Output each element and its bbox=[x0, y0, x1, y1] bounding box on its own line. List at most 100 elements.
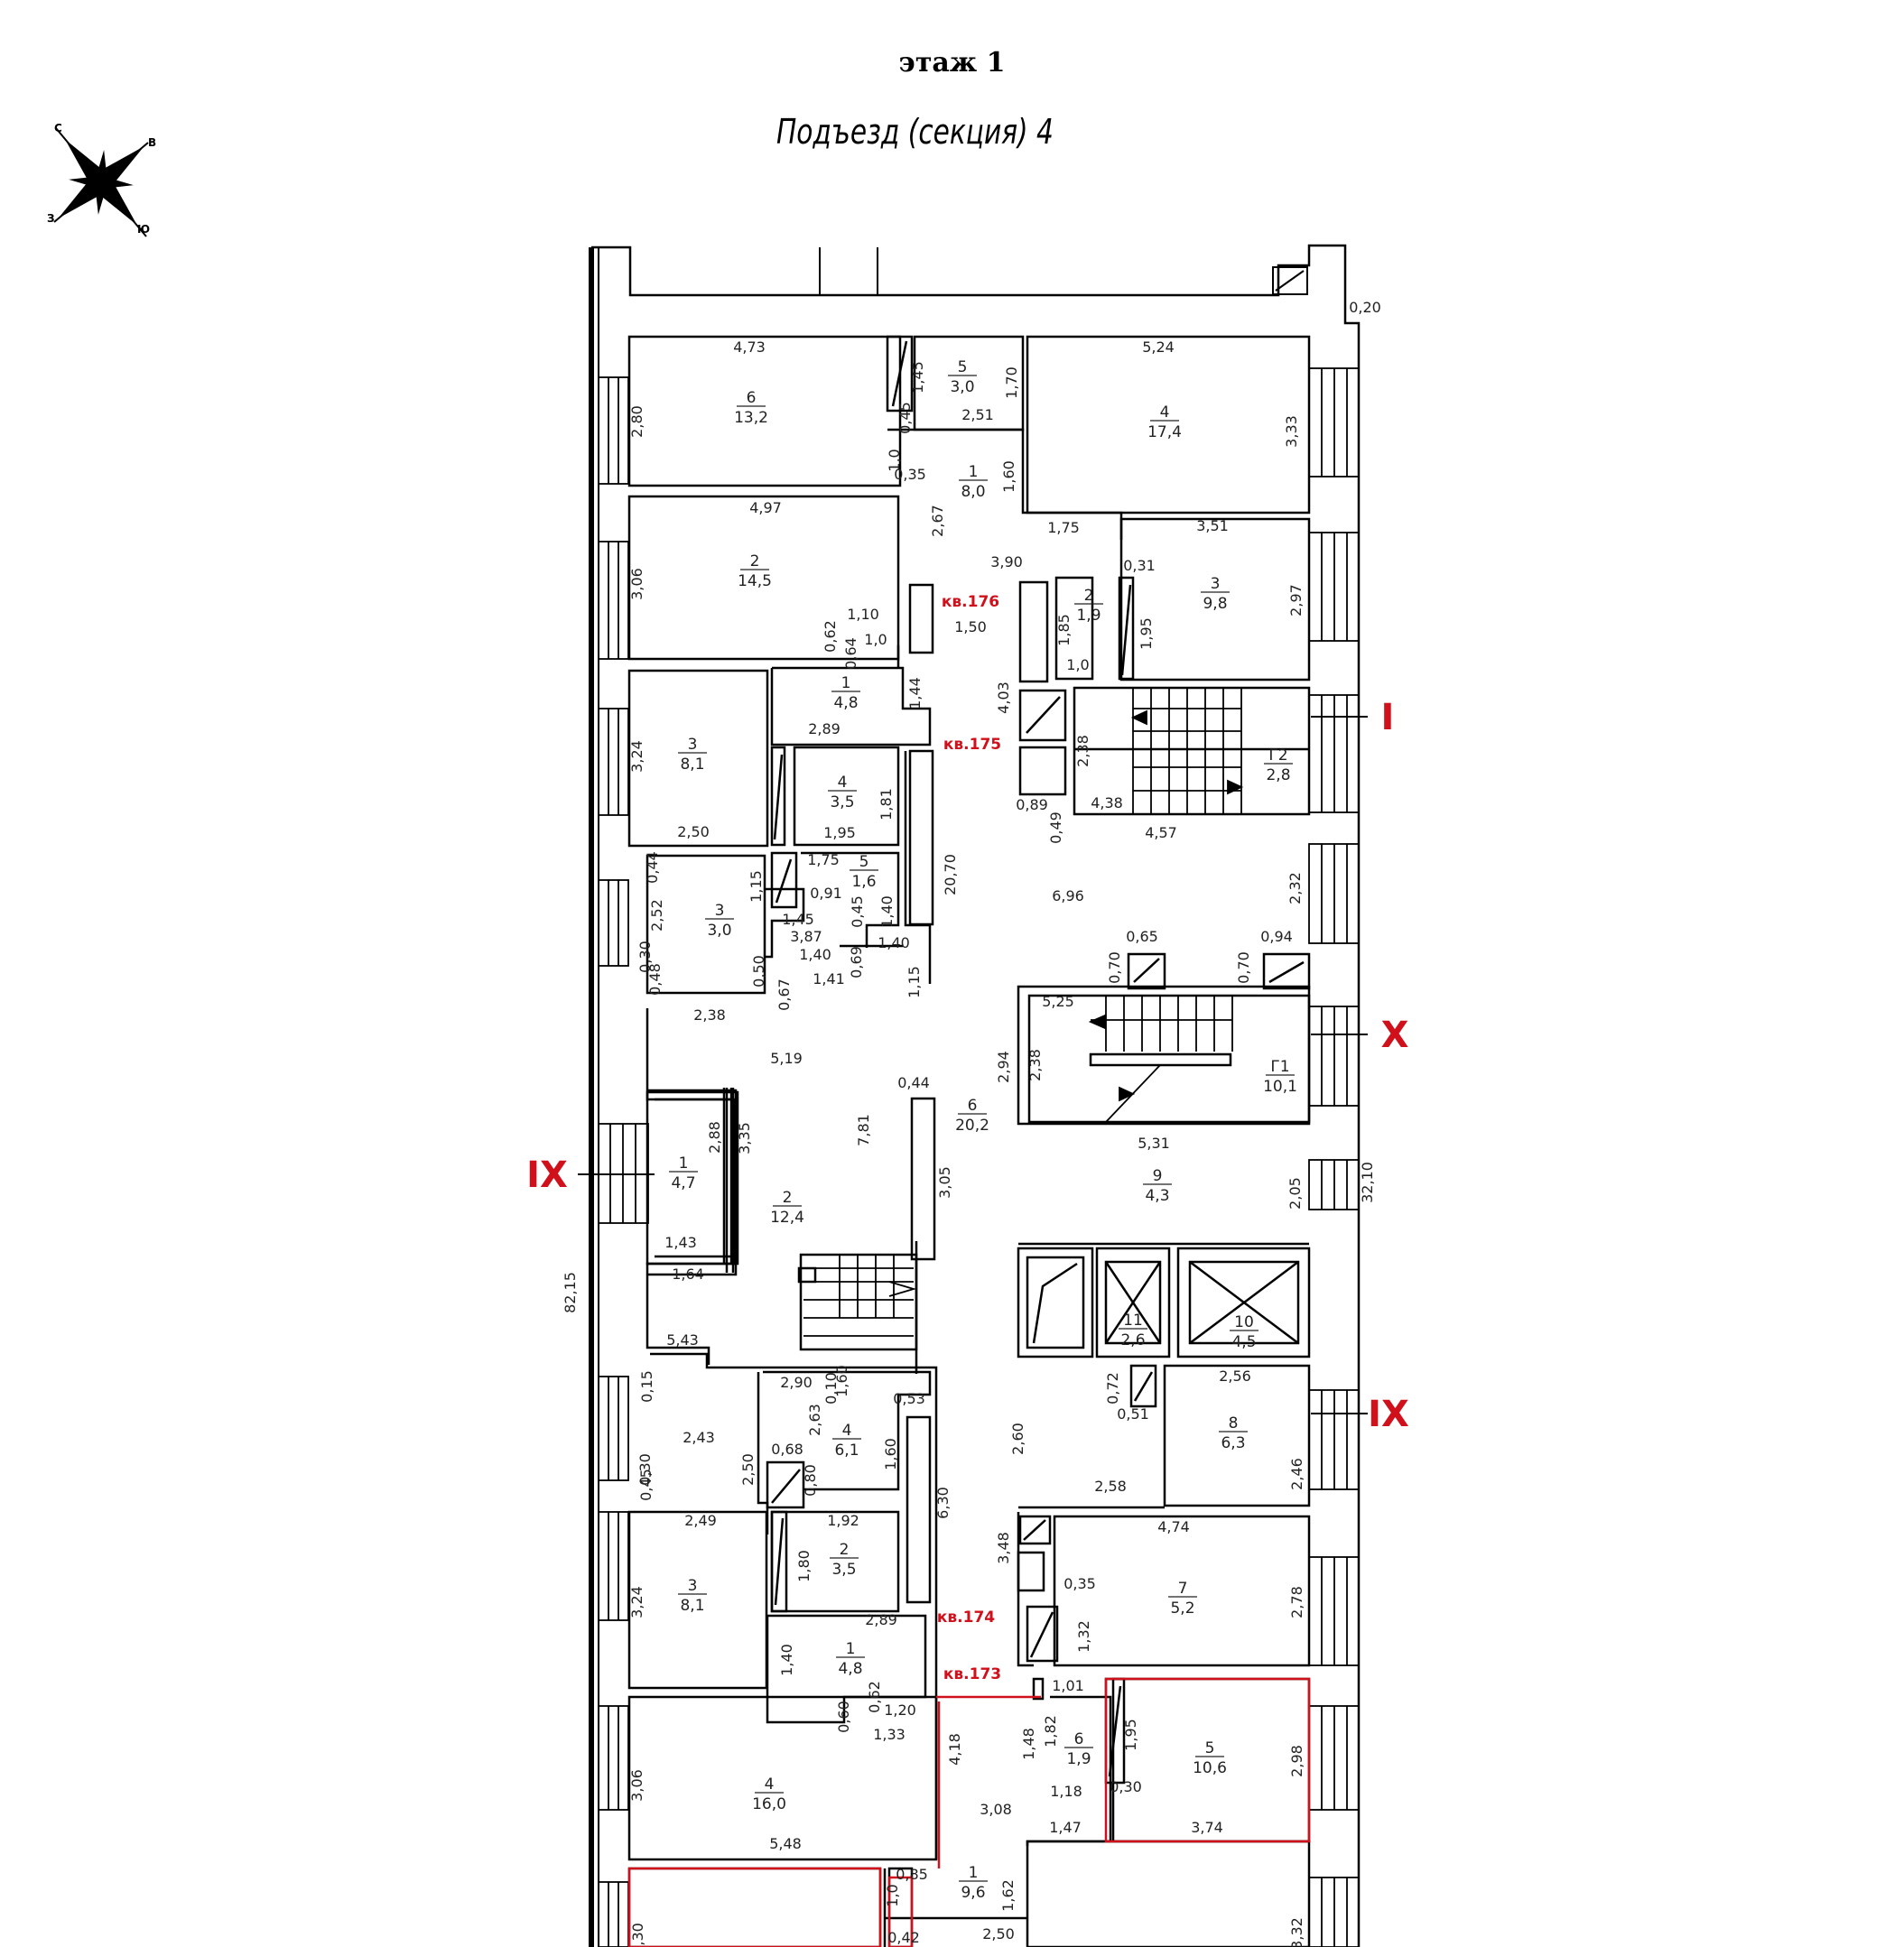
room-area-r9: 4,3 bbox=[1145, 1187, 1169, 1205]
dimension-h-49: 1,01 bbox=[1052, 1677, 1084, 1694]
apartment-label-173: кв.173 bbox=[943, 1665, 1001, 1683]
dimension-h-11: 1,0 bbox=[864, 631, 887, 648]
dimension-h-59: 2,50 bbox=[982, 1925, 1015, 1942]
dimension-h-48: 2,89 bbox=[865, 1611, 897, 1628]
room-area-r3-174: 8,1 bbox=[680, 1597, 704, 1615]
dimension-h-21: 1,45 bbox=[782, 911, 814, 928]
dimension-h-39: 2,56 bbox=[1219, 1368, 1251, 1385]
dimension-h-7: 3,90 bbox=[990, 553, 1023, 570]
dimension-h-50: 1,20 bbox=[884, 1701, 916, 1719]
dimension-v-44: 0,15 bbox=[638, 1370, 655, 1403]
dimension-v-24: 1,15 bbox=[748, 870, 765, 903]
room-number-rG1: Г1 bbox=[1270, 1058, 1289, 1076]
room-area-r2-176: 14,5 bbox=[738, 572, 772, 590]
dimension-v-47: 1,60 bbox=[833, 1365, 850, 1397]
dimension-h-47: 0,35 bbox=[1063, 1575, 1096, 1592]
compass-south: Ю bbox=[137, 223, 150, 236]
dimension-h-43: 2,58 bbox=[1094, 1478, 1127, 1495]
room-area-r1-174: 4,8 bbox=[838, 1660, 862, 1678]
dimension-h-28: 0,94 bbox=[1260, 928, 1293, 945]
dimension-v-46: 0,10 bbox=[822, 1372, 840, 1405]
room-number-r1-173: 1 bbox=[969, 1864, 979, 1882]
dimension-v-20: 2,32 bbox=[1286, 872, 1304, 904]
dimension-v-2: 0,45 bbox=[896, 402, 914, 434]
dimension-v-70: 3,06 bbox=[628, 1769, 646, 1802]
room-number-rG2: Г2 bbox=[1268, 746, 1287, 765]
dimension-v-62: 1,40 bbox=[778, 1644, 795, 1676]
room-area-r3-176: 9,8 bbox=[1203, 595, 1227, 613]
dimension-h-60: 0,42 bbox=[887, 1929, 920, 1946]
room-area-r11: 2,6 bbox=[1120, 1331, 1145, 1349]
dimension-v-56: 6,30 bbox=[934, 1487, 952, 1519]
dimension-v-15: 4,03 bbox=[995, 681, 1012, 714]
dimension-h-14: 4,38 bbox=[1091, 794, 1123, 811]
dimension-v-58: 1,80 bbox=[795, 1550, 813, 1582]
room-area-r1-176: 8,0 bbox=[961, 483, 985, 501]
dimension-v-42: 32,10 bbox=[1359, 1162, 1376, 1203]
room-area-r7: 5,2 bbox=[1170, 1599, 1194, 1618]
dimension-v-43: 82,15 bbox=[562, 1272, 579, 1313]
dimension-v-59: 3,48 bbox=[995, 1532, 1012, 1564]
dimension-v-28: 0,48 bbox=[646, 963, 664, 996]
compass-east: В bbox=[148, 136, 156, 149]
room-area-r5-top: 3,0 bbox=[950, 378, 974, 396]
room-number-r4-173: 4 bbox=[1160, 1945, 1170, 1947]
dimension-h-32: 0,44 bbox=[897, 1074, 930, 1091]
dimension-v-52: 0,45 bbox=[637, 1469, 655, 1501]
dimension-v-50: 2,60 bbox=[1009, 1423, 1026, 1455]
dimension-v-14: 1,44 bbox=[906, 677, 924, 709]
stair-treads bbox=[803, 688, 1244, 1337]
dimension-v-19: 0,49 bbox=[1047, 811, 1064, 844]
dimension-v-11: 1,95 bbox=[1138, 617, 1155, 650]
room-area-r6-top: 13,2 bbox=[734, 409, 768, 427]
dimension-h-56: 3,74 bbox=[1191, 1819, 1223, 1836]
dimension-v-38: 2,88 bbox=[706, 1121, 723, 1154]
dimension-h-27: 0,65 bbox=[1126, 928, 1158, 945]
dimension-v-18: 1,81 bbox=[878, 788, 895, 821]
dimension-v-21: 20,70 bbox=[942, 854, 959, 895]
axis-label-IX-right: IX bbox=[1368, 1394, 1409, 1435]
room-number-r1-174: 1 bbox=[846, 1640, 856, 1658]
dimension-h-46: 4,74 bbox=[1157, 1518, 1190, 1535]
compass-north: С bbox=[54, 122, 62, 134]
room-number-r2-174: 2 bbox=[840, 1541, 850, 1559]
room-area-r4-top: 17,4 bbox=[1147, 423, 1182, 441]
dimension-h-38: 0,53 bbox=[893, 1390, 925, 1407]
dimension-v-74: 3,30 bbox=[629, 1923, 646, 1947]
dimension-v-34: 0,70 bbox=[1235, 951, 1252, 984]
room-number-r4-174: 4 bbox=[842, 1422, 852, 1440]
dimension-v-31: 0,69 bbox=[848, 946, 865, 978]
dimension-v-10: 1,85 bbox=[1055, 614, 1073, 646]
room-number-r3-176: 3 bbox=[1211, 575, 1221, 593]
dimension-v-0: 2,80 bbox=[628, 405, 646, 438]
dimension-h-51: 1,33 bbox=[873, 1726, 906, 1743]
dimension-h-44: 2,49 bbox=[684, 1512, 717, 1529]
dimension-h-17: 2,50 bbox=[677, 823, 710, 840]
room-number-r8: 8 bbox=[1229, 1414, 1239, 1432]
dimension-v-40: 3,05 bbox=[936, 1166, 953, 1199]
dimension-v-64: 0,60 bbox=[835, 1701, 852, 1733]
room-number-r1-vest: 1 bbox=[679, 1154, 689, 1173]
dimension-h-58: 0,85 bbox=[896, 1866, 928, 1883]
dimension-h-3: 0,35 bbox=[894, 466, 926, 483]
room-area-r5-173: 10,6 bbox=[1193, 1759, 1227, 1777]
dimension-v-33: 0,70 bbox=[1106, 951, 1123, 984]
floor-title: этаж 1 bbox=[898, 47, 1006, 79]
dimension-v-25: 0,45 bbox=[849, 895, 866, 928]
dimension-h-45: 1,92 bbox=[827, 1512, 859, 1529]
dimension-h-36: 5,43 bbox=[666, 1331, 699, 1349]
room-number-r11: 11 bbox=[1123, 1312, 1143, 1330]
room-number-r5-173: 5 bbox=[1205, 1739, 1215, 1757]
dimension-v-32: 1,15 bbox=[906, 966, 923, 998]
dimension-v-41: 2,05 bbox=[1286, 1177, 1304, 1210]
dimension-v-27: 0,30 bbox=[636, 941, 654, 973]
room-area-r3-175: 8,1 bbox=[680, 756, 704, 774]
room-area-r10: 4,5 bbox=[1231, 1333, 1256, 1351]
room-number-r2-176: 2 bbox=[750, 552, 760, 570]
room-number-r4-174b: 4 bbox=[765, 1775, 775, 1794]
dimension-v-23: 2,52 bbox=[648, 899, 665, 932]
room-number-r2-small: 2 bbox=[1084, 587, 1094, 605]
dimension-h-61: 0,20 bbox=[1349, 299, 1381, 316]
dimension-v-72: 1,0 bbox=[884, 1884, 901, 1906]
